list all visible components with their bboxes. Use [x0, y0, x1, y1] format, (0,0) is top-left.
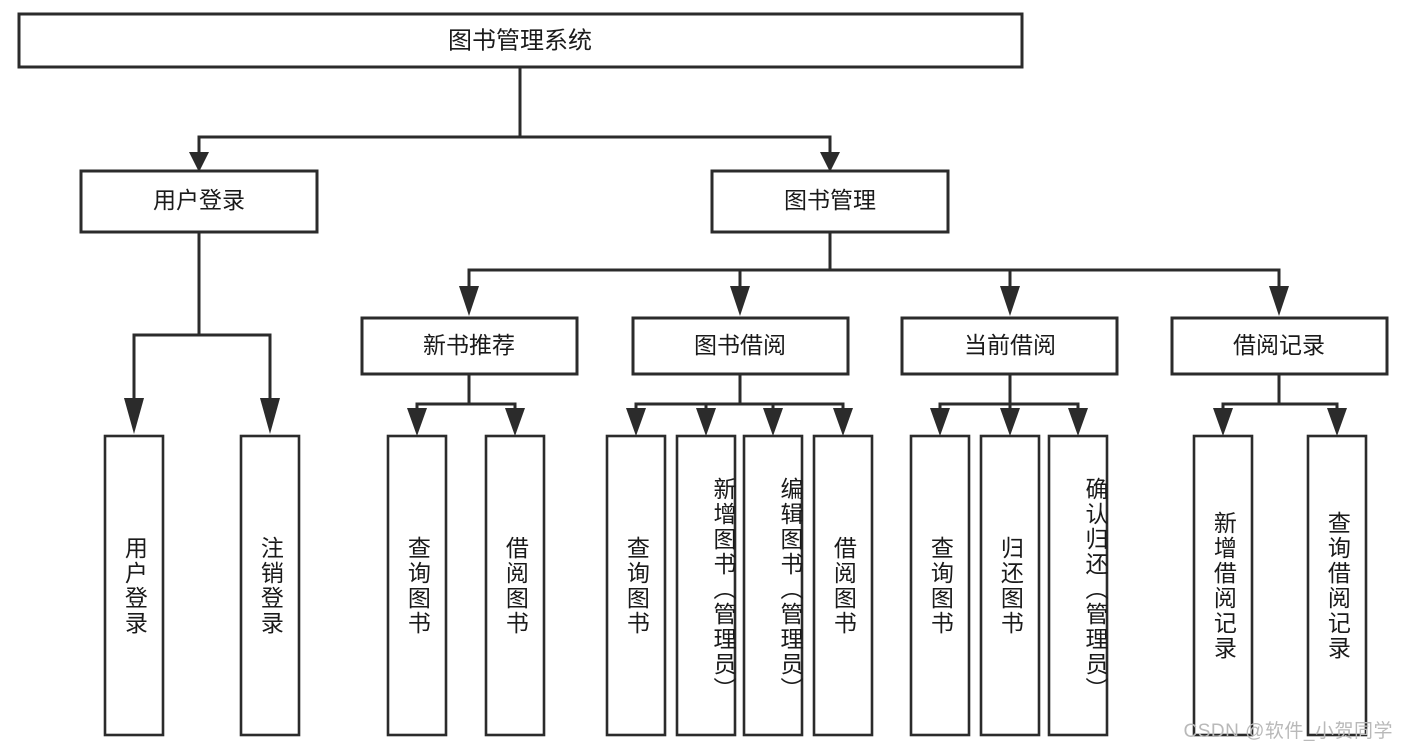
arrowhead-leaf-user-login	[124, 398, 144, 434]
arrowhead-user-login	[189, 152, 209, 172]
arrowhead-borrow-leaf-4	[833, 408, 853, 436]
node-user-login[interactable]: 用户登录	[79, 169, 319, 234]
arrowhead-borrow-leaf-2	[696, 408, 716, 436]
arrowhead-newbook-leaf-2	[505, 408, 525, 436]
arrowhead-current-leaf-3	[1068, 408, 1088, 436]
arrowhead-borrow-leaf-1	[626, 408, 646, 436]
csdn-watermark: CSDN @软件_小贺同学	[1183, 721, 1393, 742]
leaf-box-logout[interactable]	[239, 434, 301, 737]
arrowhead-borrow-leaf-3	[763, 408, 783, 436]
arrowhead-current-leaf-2	[1000, 408, 1020, 436]
node-borrow-record-box[interactable]	[1170, 316, 1389, 376]
node-book-management[interactable]: 图书管理	[710, 169, 950, 234]
arrowhead-record-leaf-2	[1327, 408, 1347, 436]
arrowhead-record-leaf-1	[1213, 408, 1233, 436]
arrowhead-leaf-logout	[260, 398, 280, 434]
node-user-login-box[interactable]	[79, 169, 319, 234]
leaf-box-layer	[103, 434, 1368, 737]
node-book-management-label: 图书管理	[784, 187, 876, 213]
leaf-box-newbook-borrow-book[interactable]	[484, 434, 546, 737]
arrowhead-current-borrow	[1000, 286, 1020, 316]
arrowhead-newbook-leaf-1	[407, 408, 427, 436]
node-root-label: 图书管理系统	[448, 27, 592, 54]
node-current-borrow-box[interactable]	[900, 316, 1119, 376]
arrowhead-new-book-rec	[459, 286, 479, 316]
arrowhead-borrow-record	[1269, 286, 1289, 316]
leaf-box-current-query-book[interactable]	[909, 434, 971, 737]
arrowhead-book-borrow	[730, 286, 750, 316]
arrowhead-book-mgmt	[820, 152, 840, 172]
node-borrow-record-label: 借阅记录	[1233, 332, 1325, 358]
leaf-box-record-query[interactable]	[1306, 434, 1368, 737]
leaf-box-record-add[interactable]	[1192, 434, 1254, 737]
leaf-box-borrow-edit-book[interactable]	[742, 434, 804, 737]
node-borrow-record[interactable]: 借阅记录	[1170, 316, 1389, 376]
connector-layer	[124, 65, 1347, 436]
leaf-box-current-return-book[interactable]	[979, 434, 1041, 737]
leaf-box-borrow-query-book[interactable]	[605, 434, 667, 737]
arrowhead-current-leaf-1	[930, 408, 950, 436]
node-current-borrow-label: 当前借阅	[964, 332, 1056, 358]
node-book-borrow-box[interactable]	[631, 316, 850, 376]
leaf-box-user-login[interactable]	[103, 434, 165, 737]
leaf-box-newbook-query-book[interactable]	[386, 434, 448, 737]
node-new-book-recommend-box[interactable]	[360, 316, 579, 376]
node-book-borrow-label: 图书借阅	[694, 332, 786, 358]
leaf-box-borrow-add-book[interactable]	[675, 434, 737, 737]
node-new-book-recommend-label: 新书推荐	[423, 332, 515, 358]
node-current-borrow[interactable]: 当前借阅	[900, 316, 1119, 376]
node-root-box[interactable]	[17, 12, 1024, 69]
node-root[interactable]: 图书管理系统	[17, 12, 1024, 69]
node-book-management-box[interactable]	[710, 169, 950, 234]
node-book-borrow[interactable]: 图书借阅	[631, 316, 850, 376]
node-user-login-label: 用户登录	[153, 187, 245, 213]
node-new-book-recommend[interactable]: 新书推荐	[360, 316, 579, 376]
leaf-box-current-confirm-return[interactable]	[1047, 434, 1109, 737]
leaf-box-borrow-borrow-book[interactable]	[812, 434, 874, 737]
